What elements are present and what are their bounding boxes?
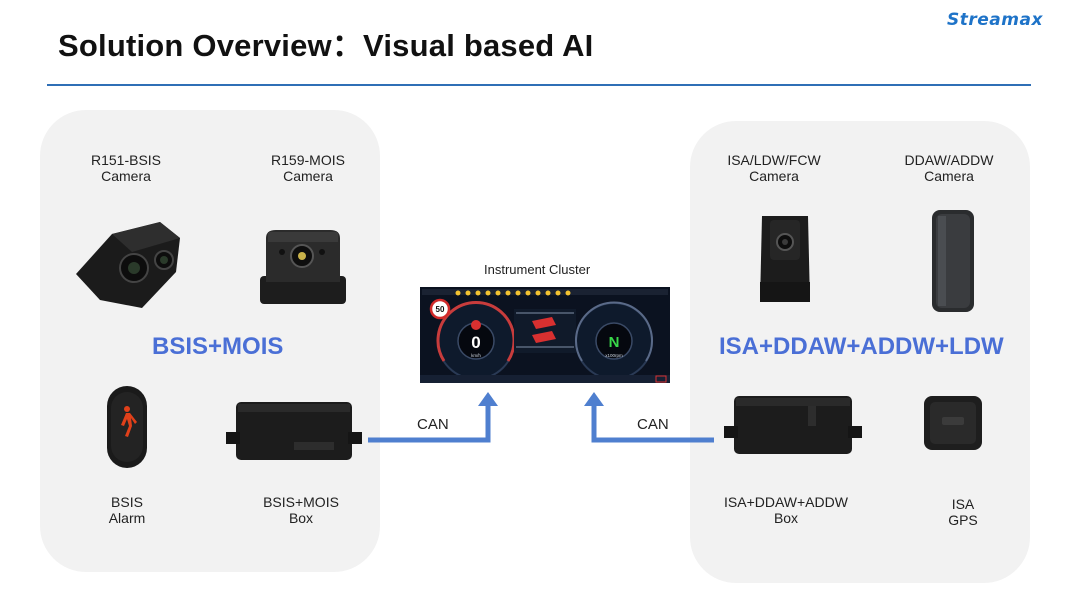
- bsis-alarm-image: [107, 386, 147, 468]
- mois-camera-image: [260, 230, 346, 304]
- right-can-connector: [584, 392, 714, 443]
- speed-unit: km/h: [471, 353, 481, 358]
- isa-ddaw-addw-box-image: [724, 396, 862, 454]
- instrument-cluster-label: Instrument Cluster: [484, 262, 591, 277]
- streamax-logo: Streamax: [947, 10, 1043, 30]
- left-can-connector: [368, 392, 498, 443]
- bsis-mois-box-image: [226, 402, 362, 460]
- right-solution-panel: [690, 121, 1030, 583]
- right-can-label: CAN: [637, 416, 669, 433]
- speed-limit-sign: 50: [436, 305, 445, 314]
- speed-readout: 0: [471, 333, 480, 352]
- gear-indicator: N: [609, 334, 620, 351]
- left-solution-summary: BSIS+MOIS: [152, 333, 284, 360]
- bsis-camera-image: [76, 222, 180, 308]
- isa-gps-image: [924, 396, 982, 450]
- right-solution-summary: ISA+DDAW+ADDW+LDW: [719, 333, 1004, 360]
- instrument-cluster-image: 0 km/h 50 N x100rpm: [420, 287, 670, 383]
- ddaw-addw-camera-image: [932, 210, 974, 312]
- rpm-unit: x100rpm: [605, 353, 623, 358]
- isa-ldw-fcw-camera-image: [760, 216, 810, 302]
- left-solution-panel: [40, 110, 380, 572]
- title-divider: [47, 84, 1031, 86]
- page-title: Solution Overview：Visual based AI: [58, 28, 594, 63]
- left-can-label: CAN: [417, 416, 449, 433]
